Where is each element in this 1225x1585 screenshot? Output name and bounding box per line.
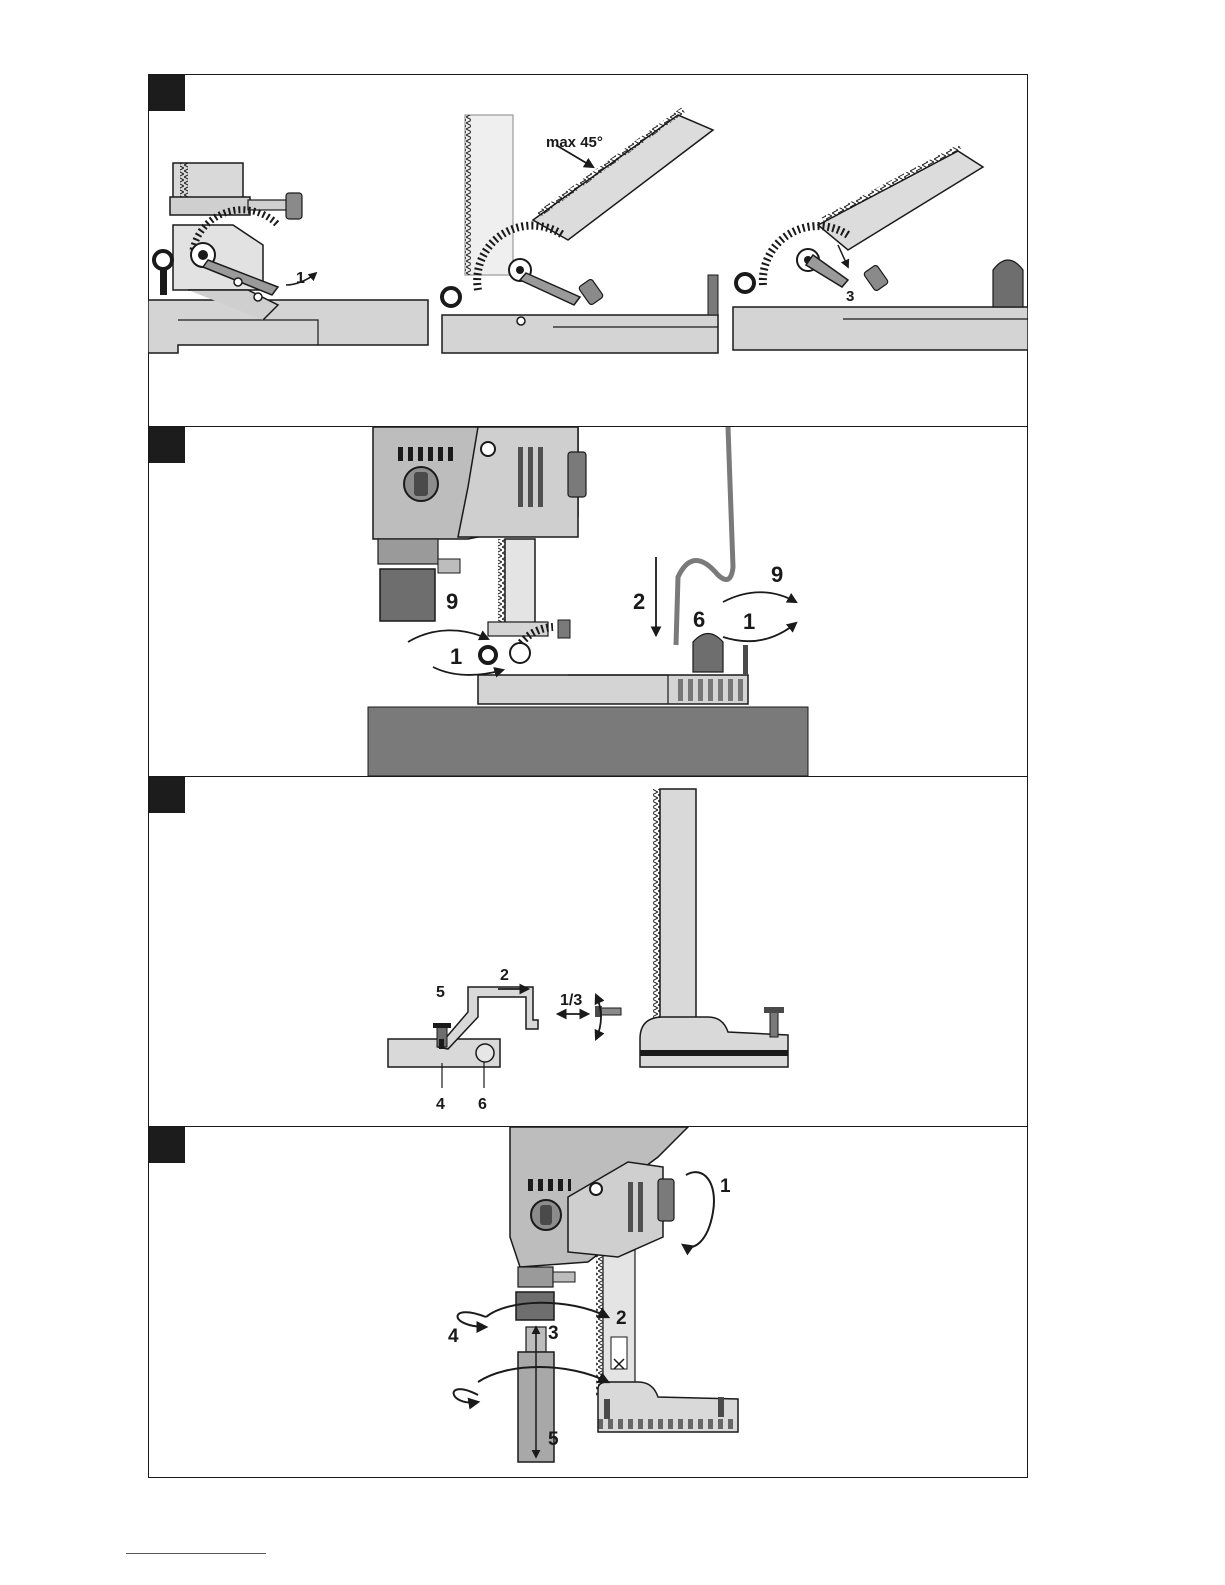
fig4-label-5: 5 <box>548 1429 559 1450</box>
fig4-label-3: 3 <box>548 1323 559 1344</box>
fig3-label-5: 5 <box>436 984 445 1001</box>
fig2-label-2: 2 <box>633 589 645 614</box>
fig2-label-1-left: 1 <box>450 644 462 669</box>
fig2-label-9-right: 9 <box>771 562 783 587</box>
fig1b-angle-label: max 45° <box>546 134 603 151</box>
figure-3-spacer: 5 2 1/3 4 6 <box>148 777 1028 1126</box>
figure-4-bit-change: 1 2 3 4 5 <box>148 1127 1028 1477</box>
fig3-label-2: 2 <box>500 967 509 984</box>
fig4-label-4: 4 <box>448 1326 459 1347</box>
footer-link-underline <box>126 1553 266 1554</box>
fig2-label-6: 6 <box>693 607 705 632</box>
subfigure-1a: 1 <box>148 163 428 353</box>
fig1a-label: 1 <box>296 270 305 287</box>
fig4-label-1: 1 <box>720 1176 731 1197</box>
subfigure-1c: 3 <box>733 147 1028 350</box>
fig3-label-6: 6 <box>478 1096 487 1113</box>
subfigure-1b: max 45° <box>442 110 718 353</box>
fig3-label-1-3: 1/3 <box>560 992 582 1009</box>
figure-2-mounting: 9 1 2 9 6 1 <box>148 427 1028 776</box>
figure-1-angle-adjustment: 1 max 45° 3 <box>148 75 1028 425</box>
fig3-label-4: 4 <box>436 1096 445 1113</box>
fig2-label-1-right: 1 <box>743 609 755 634</box>
fig4-label-2: 2 <box>616 1308 627 1329</box>
fig1c-label: 3 <box>846 288 854 305</box>
fig2-label-9-left: 9 <box>446 589 458 614</box>
